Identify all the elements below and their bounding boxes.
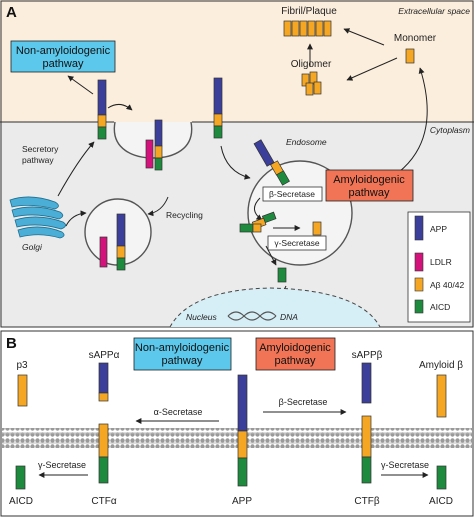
aicd-right-fragment <box>436 465 447 490</box>
cytoplasm-label: Cytoplasm <box>430 125 470 135</box>
sappb-fragment <box>361 362 372 404</box>
recycling-label: Recycling <box>166 210 203 220</box>
oligomer-icon <box>301 71 322 96</box>
legend-abeta-label: Aβ 40/42 <box>430 280 464 290</box>
p3-label: p3 <box>16 360 28 371</box>
panel-b-border <box>0 330 474 517</box>
non-amyloidogenic-label-b1: Non-amyloidogenic <box>135 342 230 354</box>
app-membrane-left <box>97 79 107 140</box>
app-label: APP <box>232 496 252 507</box>
amyloidogenic-label-a1: Amyloidogenic <box>333 174 405 186</box>
gamma-secretase-left-label: γ-Secretase <box>38 460 86 470</box>
non-amyloidogenic-label-a2: pathway <box>43 58 84 70</box>
app-full-length <box>237 374 248 487</box>
panel-b-letter: B <box>6 335 17 352</box>
abeta-endosome <box>312 221 322 236</box>
ctfb-label: CTFβ <box>354 496 379 507</box>
beta-secretase-box-a <box>262 186 323 202</box>
fibril-plaque-label: Fibril/Plaque <box>281 6 337 17</box>
aicd-left-fragment <box>15 465 26 490</box>
secretory-arrow <box>57 141 95 197</box>
arrow-to-endosome <box>220 145 251 180</box>
golgi-to-vesicle-arrow <box>65 210 87 227</box>
legend-app-swatch <box>414 215 424 241</box>
non-amyloidogenic-label-a1: Non-amyloidogenic <box>16 45 111 57</box>
fibril-icon <box>283 20 332 37</box>
beta-secretase-label-a: β-Secretase <box>269 189 315 199</box>
nucleus <box>169 287 381 328</box>
recycling-arrow <box>147 196 169 217</box>
dna-label: DNA <box>280 312 298 322</box>
amyloidogenic-label-b2: pathway <box>275 355 316 367</box>
golgi-icon <box>9 196 66 239</box>
monomer-label: Monomer <box>394 33 437 44</box>
endosome-label: Endosome <box>286 137 327 147</box>
legend-aicd-label: AICD <box>430 302 450 312</box>
sappa-label: sAPPα <box>89 350 120 361</box>
dna-icon <box>227 311 277 321</box>
non-amyloidogenic-box-b <box>133 337 232 371</box>
amyloidogenic-label-a2: pathway <box>349 187 390 199</box>
ctfa-label: CTFα <box>91 496 116 507</box>
aicd-right-label: AICD <box>429 496 453 507</box>
aicd-released <box>277 267 287 283</box>
oligomer-label: Oligomer <box>291 59 332 70</box>
nucleus-label: Nucleus <box>186 312 217 322</box>
amyloidogenic-label-b1: Amyloidogenic <box>259 342 331 354</box>
ctf-gamma-cut <box>239 223 262 233</box>
lipid-bilayer <box>2 428 472 448</box>
sappb-label: sAPPβ <box>352 350 383 361</box>
secretase-arrows-b <box>38 409 429 478</box>
extracellular-space-label: Extracellular space <box>398 6 470 16</box>
amyloidogenic-box-b <box>255 337 336 371</box>
legend-ldlr-label: LDLR <box>430 257 452 267</box>
gamma-secretase-right-label: γ-Secretase <box>381 460 429 470</box>
aicd-left-label: AICD <box>9 496 33 507</box>
legend-app-label: APP <box>430 224 447 234</box>
monomer-icon <box>405 48 415 64</box>
non-amyloidogenic-label-b2: pathway <box>162 355 203 367</box>
sappa-fragment <box>98 362 109 394</box>
amyloid-beta-label: Amyloid β <box>419 360 463 371</box>
legend-aicd-swatch <box>414 299 424 314</box>
amyloidogenic-box-a <box>325 169 414 202</box>
endosome-app <box>253 139 290 186</box>
arrow-to-non-amyloid <box>67 75 94 95</box>
beta-secretase-label-b: β-Secretase <box>279 397 328 407</box>
amyloid-beta-fragment <box>436 374 447 418</box>
p3-fragment <box>17 374 28 407</box>
gamma-secretase-box-a <box>267 235 327 251</box>
golgi-label: Golgi <box>22 242 43 252</box>
alpha-secretase-label: α-Secretase <box>154 407 203 417</box>
legend-abeta-swatch <box>414 277 424 292</box>
legend-ldlr-swatch <box>414 252 424 272</box>
panel-a-letter: A <box>6 4 17 21</box>
non-amyloidogenic-box-a <box>10 40 116 73</box>
ldlr-app-complex <box>145 119 163 171</box>
gamma-secretase-label-a: γ-Secretase <box>274 238 320 248</box>
secretory-pathway-label-2: pathway <box>22 155 54 165</box>
ctfa-fragment <box>98 423 109 484</box>
app-membrane-right <box>213 77 223 139</box>
ctfb-fragment <box>361 415 372 484</box>
secretory-pathway-label-1: Secretory <box>22 144 59 154</box>
recycling-vesicle-contents <box>99 213 126 271</box>
